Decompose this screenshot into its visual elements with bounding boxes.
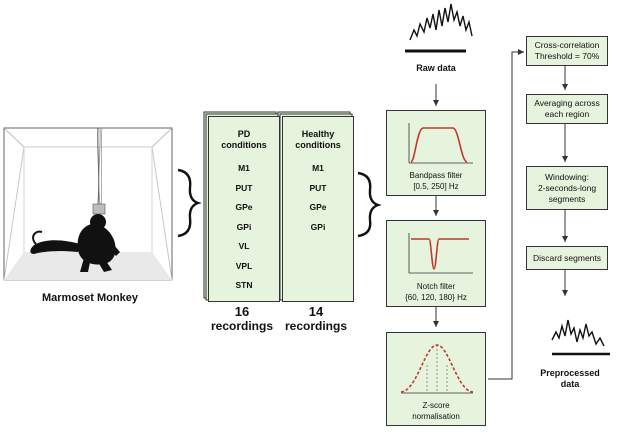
- pd-recording-label: recordings: [210, 319, 273, 333]
- pd-region-put: PUT: [235, 182, 253, 193]
- pd-region-list: M1 PUT GPe GPi VL VPL STN: [209, 163, 279, 300]
- pd-title-line1: PD: [237, 129, 251, 139]
- preprocessed-line2: data: [560, 379, 580, 389]
- marmoset-silhouette: [30, 214, 120, 272]
- xcorr-line1: Cross-correlation: [534, 40, 600, 50]
- healthy-region-list: M1 PUT GPe GPi: [283, 163, 353, 241]
- bandpass-caption-line1: Bandpass filter: [409, 171, 463, 180]
- raw-data-waveform: [405, 3, 473, 53]
- notch-caption-line2: {60, 120, 180} Hz: [405, 293, 467, 302]
- healthy-region-m1: M1: [312, 163, 324, 173]
- averaging-step: Averaging across each region: [526, 94, 608, 124]
- healthy-recording-label: recordings: [284, 319, 347, 333]
- healthy-title-line2: conditions: [295, 140, 341, 150]
- bandpass-response-icon: [408, 123, 473, 164]
- zscore-caption-line1: Z-score: [422, 401, 450, 410]
- notch-filter-box: Notch filter {60, 120, 180} Hz: [386, 220, 486, 307]
- preprocessed-label: Preprocessed data: [532, 368, 608, 390]
- zscore-box: Z-score normalisation: [386, 332, 486, 426]
- pd-region-gpi: GPi: [236, 221, 252, 232]
- averaging-line2: each region: [544, 109, 590, 119]
- cage-brace: [177, 168, 202, 238]
- averaging-line1: Averaging across: [534, 98, 600, 108]
- pd-region-stn: STN: [235, 280, 253, 290]
- recording-cable: [92, 127, 106, 215]
- healthy-region-put: PUT: [309, 182, 327, 193]
- pd-region-vpl: VPL: [235, 260, 253, 271]
- windowing-line1: Windowing:: [545, 171, 589, 182]
- pd-title-line2: conditions: [221, 140, 267, 150]
- zscore-caption-line2: normalisation: [412, 412, 460, 421]
- healthy-title-line1: Healthy: [301, 129, 335, 139]
- preprocessed-line1: Preprocessed: [540, 368, 600, 378]
- raw-data-label: Raw data: [416, 63, 456, 73]
- windowing-line3: segments: [548, 193, 586, 204]
- pd-region-gpe: GPe: [235, 202, 253, 212]
- pd-region-vl: VL: [238, 241, 250, 251]
- cross-correlation-step: Cross-correlation Threshold = 70%: [526, 36, 608, 66]
- windowing-line2: 2-seconds-long: [537, 182, 597, 193]
- healthy-recording-count: 14: [308, 304, 324, 319]
- bandpass-caption-line2: [0.5, 250] Hz: [413, 182, 459, 191]
- preprocessed-waveform: [551, 319, 610, 356]
- discard-label: Discard segments: [532, 252, 602, 263]
- xcorr-line2: Threshold = 70%: [534, 51, 600, 61]
- notch-caption-line1: Notch filter: [416, 282, 456, 291]
- gaussian-curve-icon: [400, 344, 474, 394]
- healthy-region-gpi: GPi: [310, 221, 326, 232]
- notch-response-icon: [408, 233, 473, 274]
- healthy-conditions-card: Healthy conditions M1 PUT GPe GPi: [282, 116, 354, 302]
- healthy-region-gpe: GPe: [309, 202, 327, 212]
- windowing-step: Windowing: 2-seconds-long segments: [526, 166, 608, 210]
- pd-recording-count: 16: [234, 304, 250, 319]
- bandpass-filter-box: Bandpass filter [0.5, 250] Hz: [386, 110, 486, 196]
- stacks-brace: [357, 171, 382, 238]
- pd-region-m1: M1: [238, 163, 250, 173]
- arrow-zscore-to-xcorr: [488, 49, 524, 380]
- discard-step: Discard segments: [526, 246, 608, 270]
- pd-conditions-card: PD conditions M1 PUT GPe GPi VL VPL STN: [208, 116, 280, 302]
- monkey-label: Marmoset Monkey: [42, 292, 138, 304]
